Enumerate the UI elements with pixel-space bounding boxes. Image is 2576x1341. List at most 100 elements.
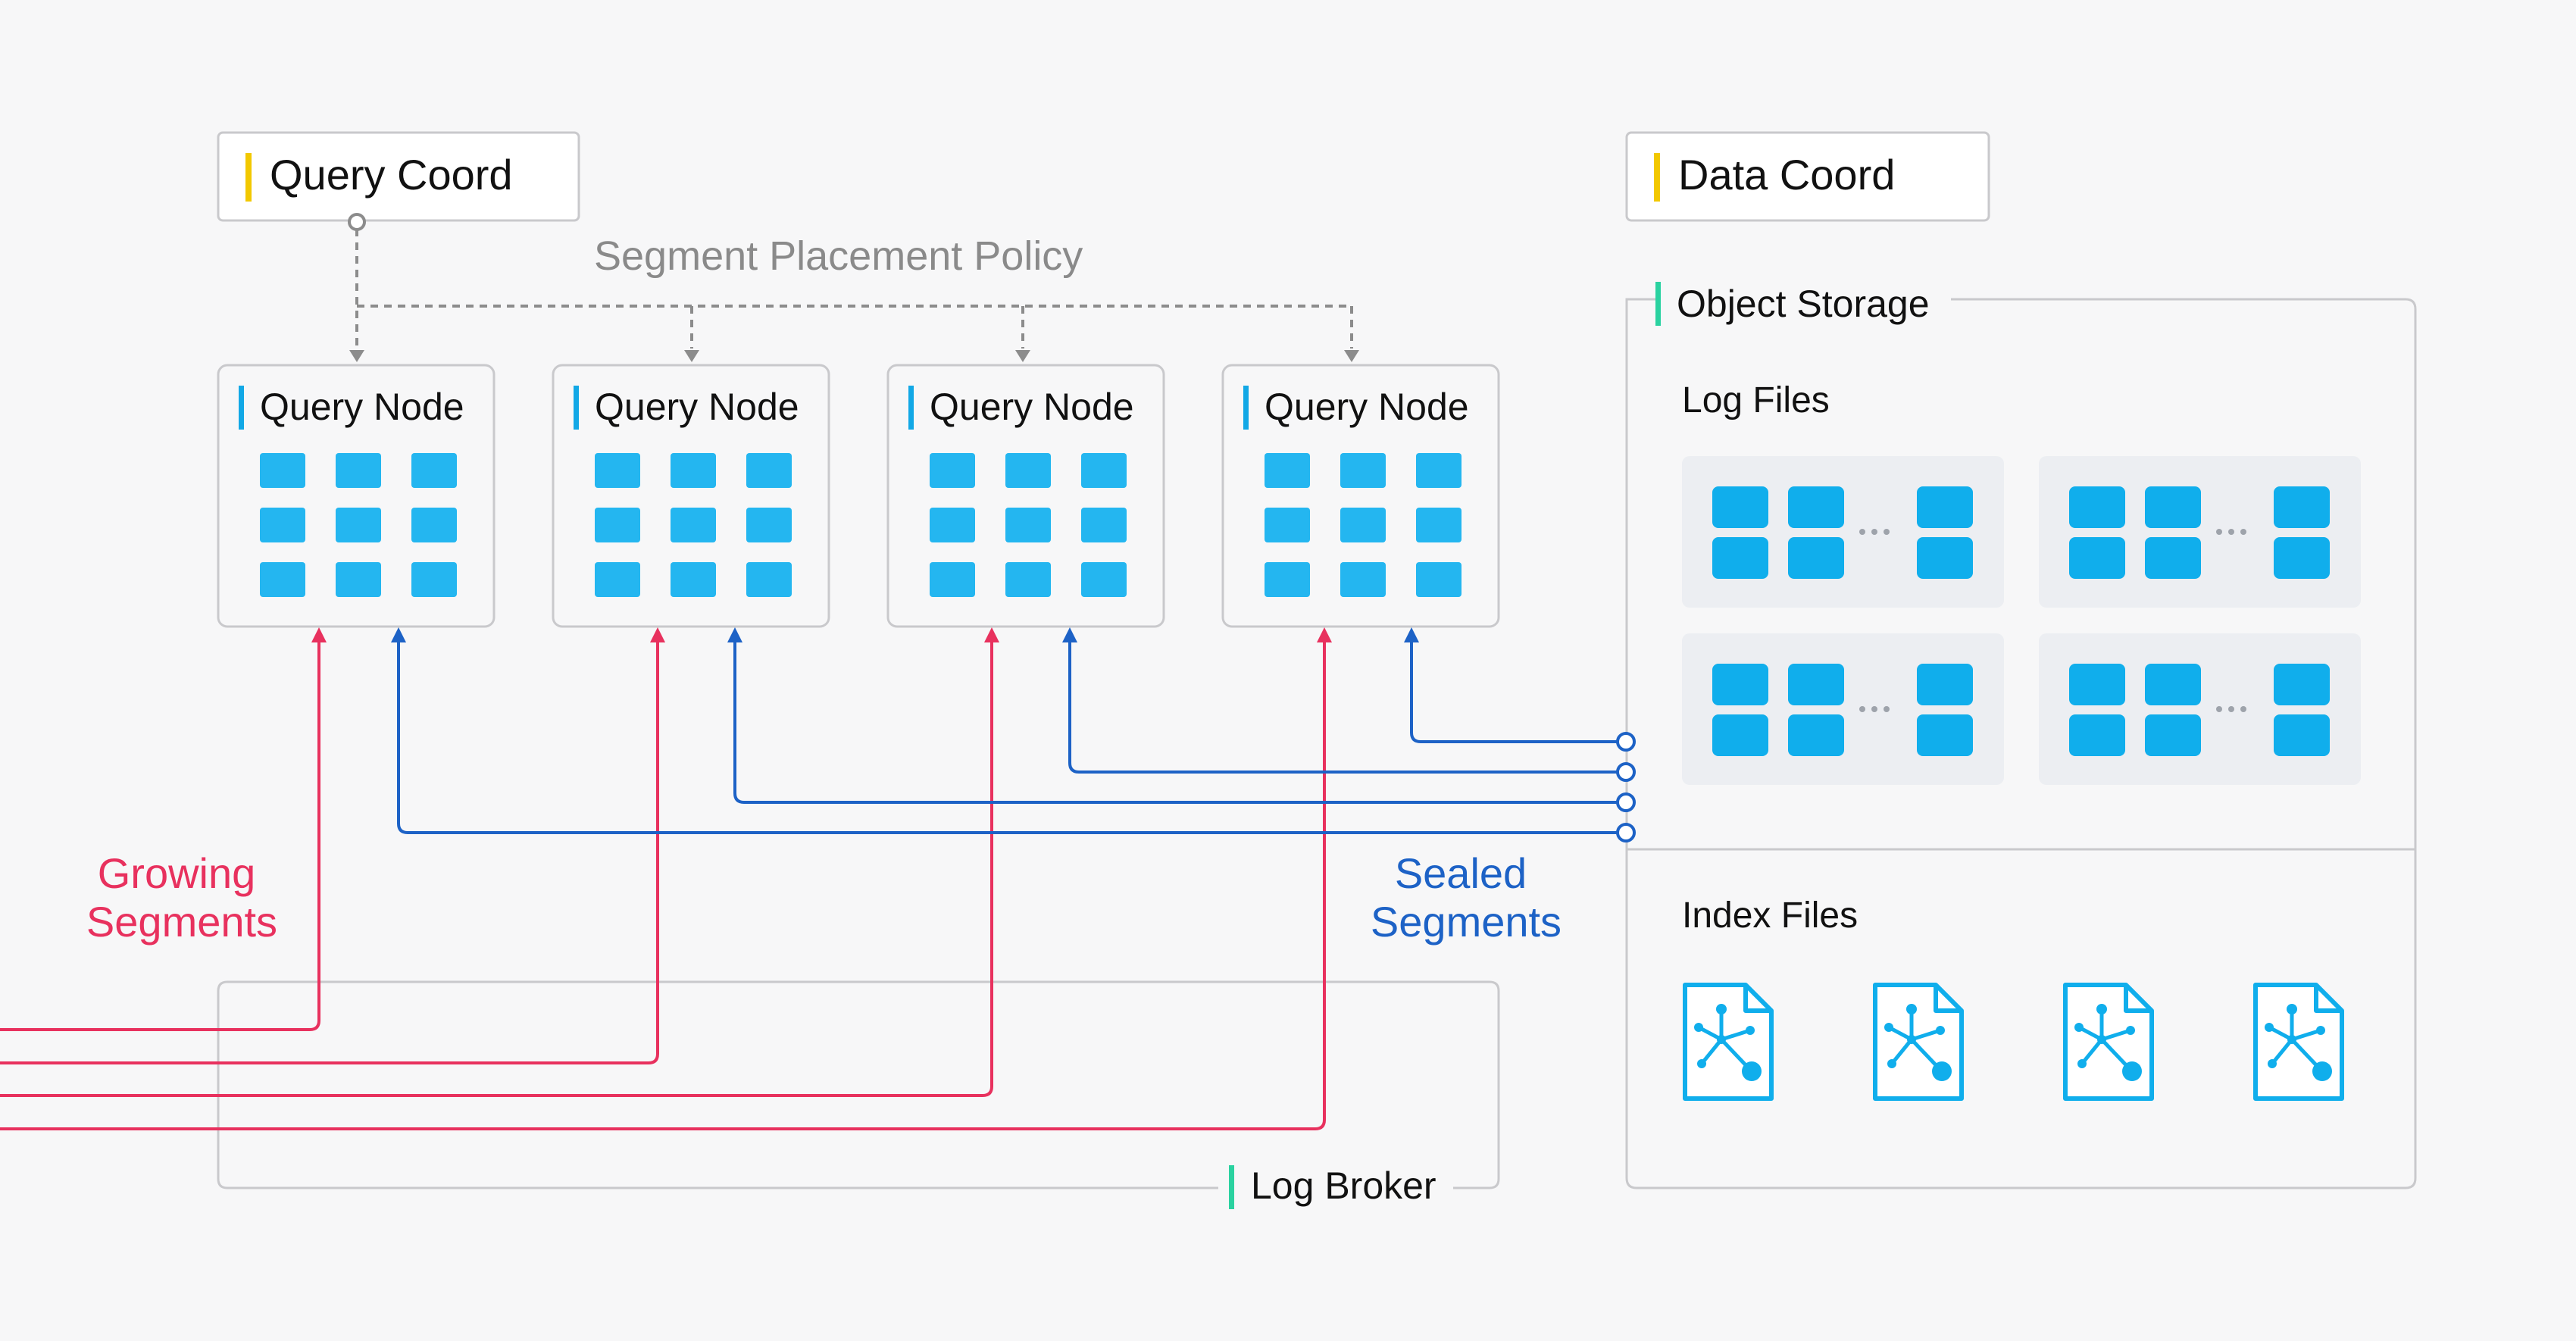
log-block [2145, 664, 2201, 705]
log-block [1712, 714, 1768, 756]
sealed-segments-label: Sealed Segments [1371, 849, 1562, 946]
ellipsis-dot [2216, 529, 2222, 535]
query-node-1: Query Node [217, 364, 496, 628]
index-file-icons [1683, 983, 2344, 1101]
log-group-bg [2039, 633, 2361, 785]
placement-policy-lines [355, 229, 1353, 349]
segment-grid [595, 453, 792, 597]
growing-line1: Growing [98, 849, 256, 897]
ellipsis-dot [2240, 529, 2246, 535]
log-block [2274, 664, 2330, 705]
ellipsis-dot [2228, 529, 2234, 535]
segment-block [411, 562, 457, 597]
log-broker-box: Log Broker [217, 980, 1500, 1209]
query-node-2: Query Node [552, 364, 830, 628]
segment-block [1340, 508, 1386, 542]
segment-block [671, 508, 716, 542]
ellipsis-dot [2228, 706, 2234, 712]
log-file-group [2039, 633, 2361, 785]
segment-block [1416, 453, 1462, 488]
log-block [2274, 714, 2330, 756]
segment-block [411, 453, 457, 488]
segment-block [746, 562, 792, 597]
query-node-accent [1243, 386, 1249, 430]
growing-line2: Segments [86, 898, 277, 946]
log-block [2069, 537, 2125, 579]
segment-block [1416, 508, 1462, 542]
log-block [2145, 714, 2201, 756]
growing-segment-lines [0, 641, 1326, 1130]
log-block [2145, 537, 2201, 579]
log-block [2274, 486, 2330, 528]
sealed-line2: Segments [1371, 898, 1562, 946]
segment-block [1081, 453, 1127, 488]
query-node-3: Query Node [886, 364, 1165, 628]
object-storage-label: Object Storage [1677, 283, 1930, 325]
segment-block [260, 508, 305, 542]
query-node-label: Query Node [595, 386, 799, 428]
segment-block [1005, 562, 1051, 597]
log-block [2069, 486, 2125, 528]
log-block [1917, 664, 1973, 705]
segment-block [930, 508, 975, 542]
query-node-accent [239, 386, 244, 430]
log-block [1917, 714, 1973, 756]
log-block [1712, 537, 1768, 579]
log-block [2069, 714, 2125, 756]
segment-block [1340, 453, 1386, 488]
segment-block [1005, 453, 1051, 488]
segment-block [595, 453, 640, 488]
object-storage-box: Object Storage Log Files Index Files [1625, 282, 2417, 1189]
segment-block [336, 453, 381, 488]
log-block [2274, 537, 2330, 579]
log-block [1712, 486, 1768, 528]
segment-block [595, 508, 640, 542]
ellipsis-dot [1884, 706, 1890, 712]
segment-block [1265, 453, 1310, 488]
segment-block [1265, 508, 1310, 542]
sealed-connector-dots [1616, 732, 1636, 842]
query-node-accent [908, 386, 914, 430]
segment-block [671, 453, 716, 488]
log-file-groups [1682, 456, 2361, 785]
segment-block [336, 562, 381, 597]
segment-block [260, 562, 305, 597]
query-coord-label: Query Coord [270, 151, 513, 198]
query-node-accent [574, 386, 579, 430]
segment-block [411, 508, 457, 542]
query-coord-accent [245, 153, 252, 202]
segment-block [336, 508, 381, 542]
sealed-segment-lines [397, 641, 1617, 834]
segment-block [746, 508, 792, 542]
data-coord-accent [1654, 153, 1660, 202]
segment-block [930, 562, 975, 597]
log-block [1712, 664, 1768, 705]
ellipsis-dot [2240, 706, 2246, 712]
segment-block [1416, 562, 1462, 597]
ellipsis-dot [1871, 706, 1877, 712]
log-block [1788, 537, 1844, 579]
segment-grid [930, 453, 1127, 597]
log-group-bg [1682, 633, 2004, 785]
log-block [2069, 664, 2125, 705]
segment-grid [260, 453, 457, 597]
query-coord-box: Query Coord [217, 131, 580, 222]
log-file-group [2039, 456, 2361, 608]
log-block [1788, 486, 1844, 528]
segment-block [930, 453, 975, 488]
index-file-icon [1683, 983, 1774, 1101]
log-block [1788, 714, 1844, 756]
segment-block [1081, 508, 1127, 542]
data-coord-box: Data Coord [1625, 131, 1990, 222]
sealed-line1: Sealed [1395, 849, 1527, 897]
log-group-bg [1682, 456, 2004, 608]
query-node-label: Query Node [930, 386, 1134, 428]
growing-arrowheads [311, 627, 1332, 642]
segment-block [1081, 562, 1127, 597]
segment-block [1265, 562, 1310, 597]
segment-block [260, 453, 305, 488]
ellipsis-dot [2216, 706, 2222, 712]
query-node-label: Query Node [260, 386, 464, 428]
